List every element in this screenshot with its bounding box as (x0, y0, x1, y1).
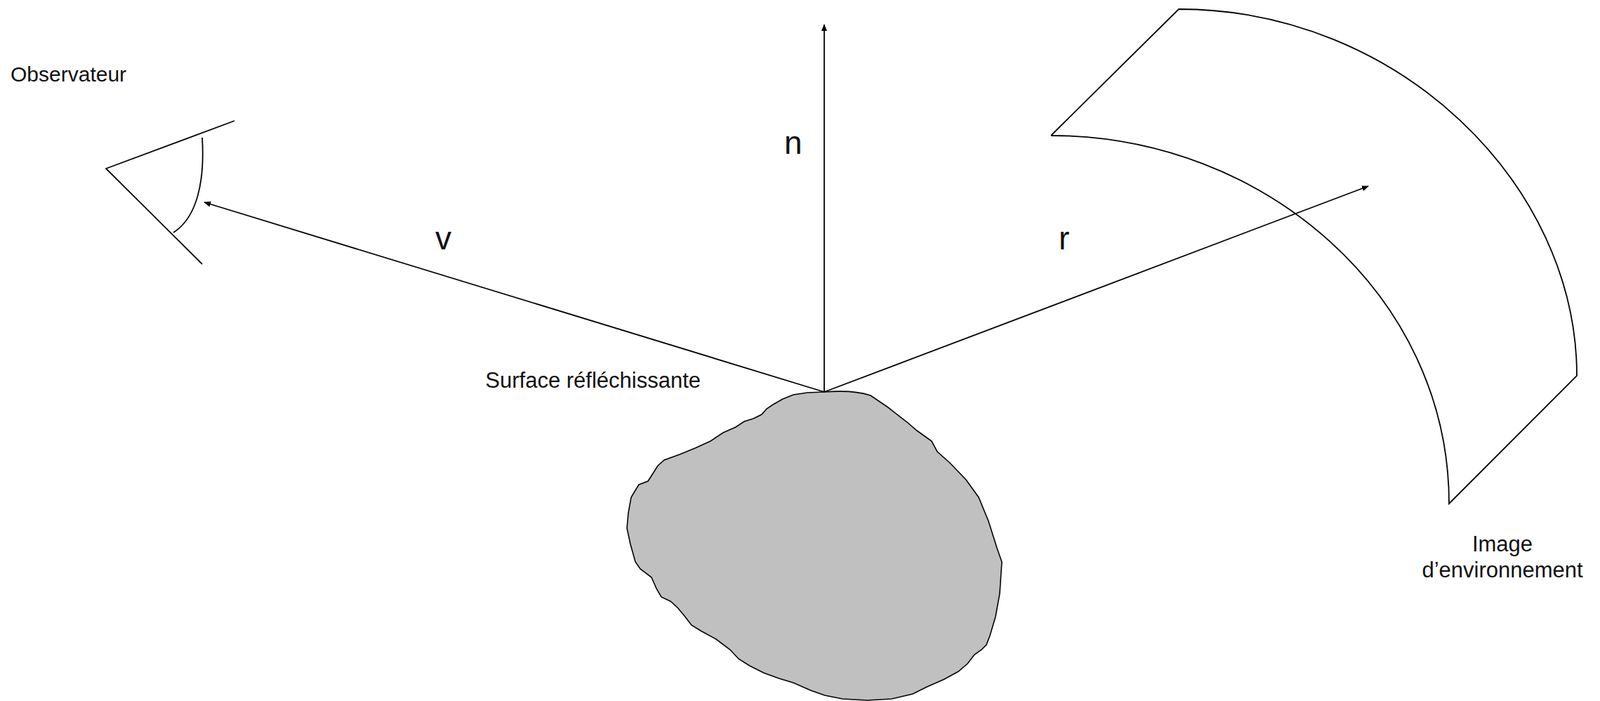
vector-label: v (435, 219, 452, 258)
vector-label: r (1058, 219, 1070, 258)
vector-label: n (784, 123, 803, 163)
surface-label: Surface réfléchissante (485, 367, 701, 394)
vector-arrows (204, 24, 1369, 392)
observer-eye (106, 120, 235, 264)
environment-label: Image d’environnement (1414, 530, 1591, 583)
observer-label: Observateur (10, 61, 127, 88)
environment-image (1050, 9, 1577, 504)
reflective-object (626, 391, 1002, 700)
